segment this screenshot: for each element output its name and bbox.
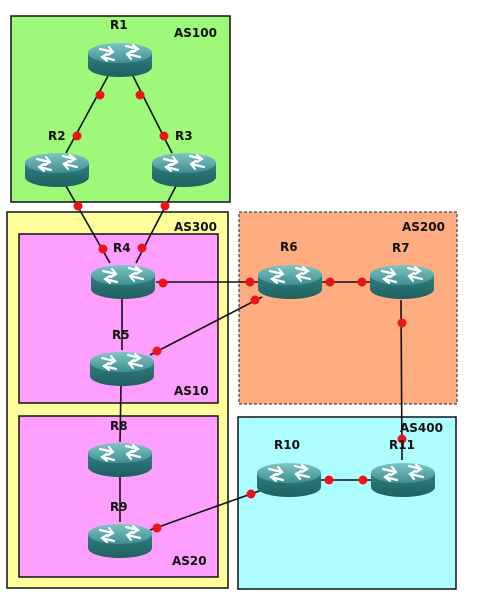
port-r3-r1: [159, 131, 169, 141]
router-r10-label: R10: [274, 438, 300, 452]
router-r7[interactable]: [368, 263, 436, 301]
interface-ports: [72, 90, 407, 533]
router-icon: [86, 441, 154, 479]
router-r9-label: R9: [110, 500, 128, 514]
as20-label: AS20: [172, 554, 207, 568]
port-r1-r2: [95, 90, 105, 100]
as10-area: [18, 233, 219, 404]
port-r2-r4: [73, 201, 83, 211]
port-r4-r6: [158, 278, 168, 288]
router-r5-label: R5: [112, 328, 130, 342]
port-r1-r3: [135, 90, 145, 100]
port-r3-r4: [160, 201, 170, 211]
router-icon: [86, 522, 154, 560]
router-r3-label: R3: [175, 129, 193, 143]
port-r9-r10: [152, 523, 162, 533]
router-r9[interactable]: [86, 522, 154, 560]
router-r3[interactable]: [150, 151, 218, 189]
port-r11-r10: [358, 475, 368, 485]
as400-area: [237, 416, 457, 590]
as300-label: AS300: [174, 220, 217, 234]
router-r7-label: R7: [392, 241, 410, 255]
router-r8-label: R8: [110, 419, 128, 433]
router-icon: [255, 461, 323, 499]
as400-label: AS400: [400, 421, 443, 435]
port-r7-r11: [397, 318, 407, 328]
router-r4[interactable]: [89, 263, 157, 301]
port-r4-r3: [137, 243, 147, 253]
port-r6-r7: [325, 277, 335, 287]
port-r10-r11: [324, 475, 334, 485]
port-r10-r9: [246, 489, 256, 499]
as100-label: AS100: [174, 26, 217, 40]
link-r1-r2: [65, 75, 109, 154]
port-r7-r6: [357, 277, 367, 287]
router-r6-label: R6: [280, 240, 298, 254]
port-r6-r4: [245, 277, 255, 287]
router-r2-label: R2: [48, 129, 66, 143]
router-r2[interactable]: [23, 151, 91, 189]
router-icon: [256, 263, 324, 301]
router-icon: [88, 350, 156, 388]
router-r10[interactable]: [255, 461, 323, 499]
router-r5[interactable]: [88, 350, 156, 388]
router-icon: [368, 263, 436, 301]
as200-area: [238, 211, 458, 405]
port-r11-r7: [397, 434, 407, 444]
router-icon: [86, 41, 154, 79]
port-r4-r2: [98, 244, 108, 254]
router-r1[interactable]: [86, 41, 154, 79]
router-icon: [89, 263, 157, 301]
router-r11-label: R11: [389, 438, 415, 452]
router-r1-label: R1: [110, 18, 128, 32]
router-r4-label: R4: [113, 241, 131, 255]
router-icon: [150, 151, 218, 189]
port-r5-r6: [152, 346, 162, 356]
as10-label: AS10: [174, 384, 209, 398]
link-r5-r8: [119, 384, 122, 443]
link-r5-r6: [149, 296, 263, 356]
router-icon: [369, 461, 437, 499]
as200-label: AS200: [402, 220, 445, 234]
router-r6[interactable]: [256, 263, 324, 301]
router-r11[interactable]: [369, 461, 437, 499]
router-r8[interactable]: [86, 441, 154, 479]
link-r9-r10: [149, 489, 263, 531]
port-r2-r1: [72, 131, 82, 141]
router-icon: [23, 151, 91, 189]
port-r6-r5: [250, 295, 260, 305]
